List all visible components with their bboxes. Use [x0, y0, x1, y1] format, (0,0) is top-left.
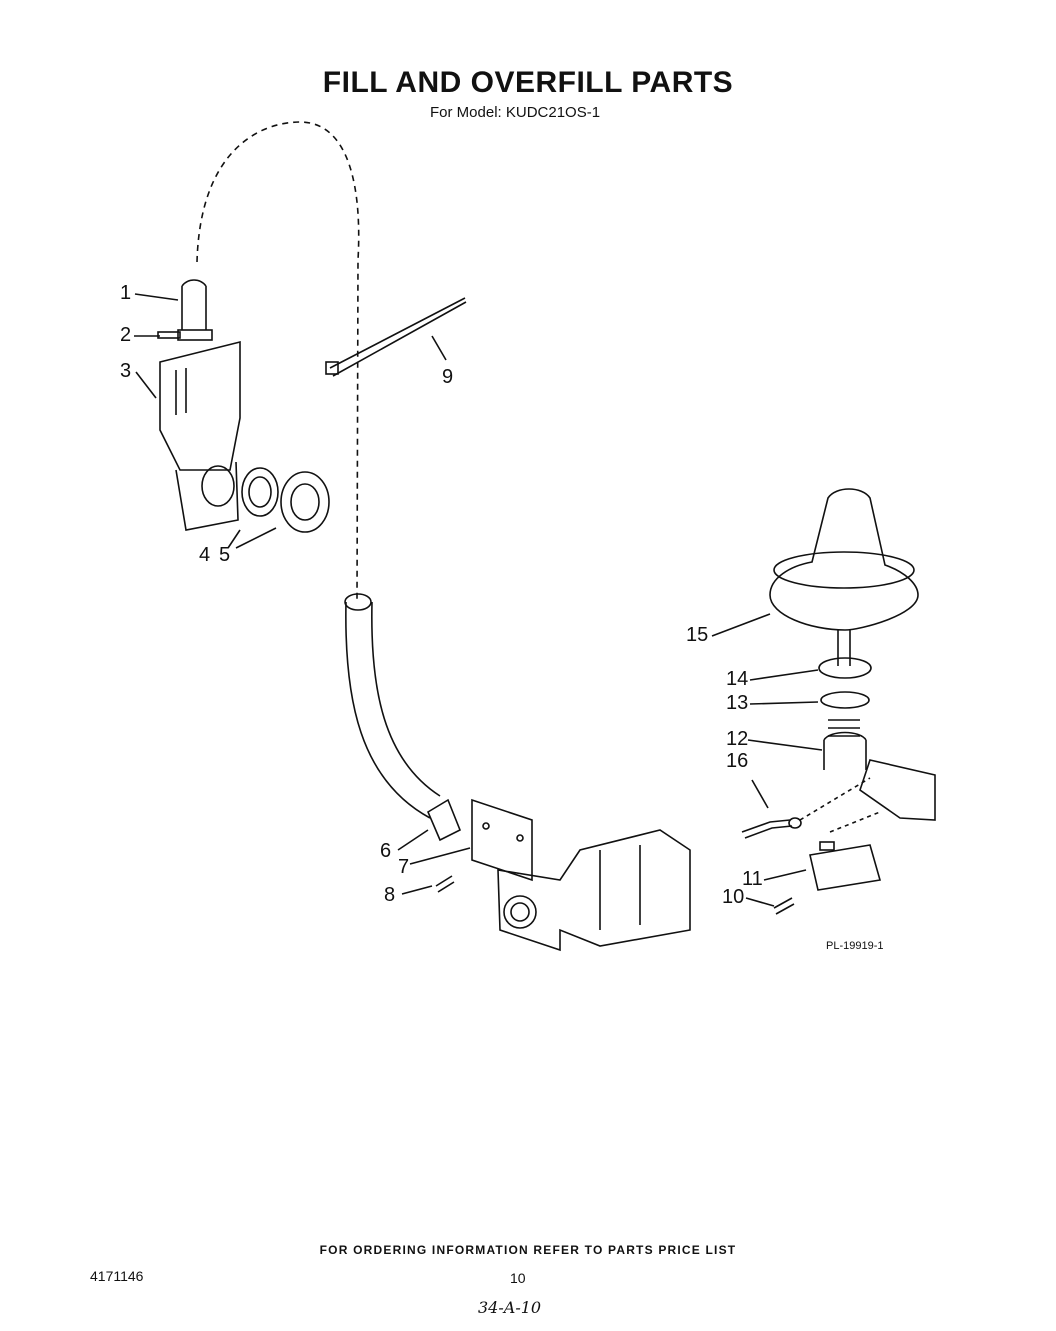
float-stem-guide: [823, 731, 867, 770]
callout-13: 13: [726, 692, 749, 714]
fill-nut: [280, 471, 330, 533]
switch-screw: [773, 897, 795, 915]
callout-4: 4: [199, 544, 211, 566]
callout-7: 7: [398, 856, 410, 878]
page-title: FILL AND OVERFILL PARTS: [322, 66, 734, 99]
fill-tube: [181, 279, 207, 330]
callout-14: 14: [726, 668, 749, 690]
callout-3: 3: [120, 360, 132, 382]
callout-10: 10: [722, 886, 745, 908]
handwritten-note: 34-A-10: [478, 1298, 542, 1317]
hose-clamp-lower: [426, 798, 462, 842]
callout-2: 2: [120, 324, 132, 346]
callout-15: 15: [686, 624, 709, 646]
callout-16: 16: [726, 750, 749, 772]
model-subtitle: For Model: KUDC21OS-1: [430, 104, 601, 121]
fill-hose: [345, 601, 441, 819]
valve-bracket: [471, 798, 533, 882]
callout-9: 9: [442, 366, 454, 388]
water-valve: [497, 829, 691, 952]
document-number: 4171146: [90, 1268, 144, 1284]
overfill-switch: [809, 844, 882, 891]
ordering-note: FOR ORDERING INFORMATION REFER TO PARTS …: [319, 1243, 737, 1257]
gasket: [201, 465, 235, 507]
fill-hose-line: [196, 121, 360, 601]
hose-clamp: [177, 329, 213, 341]
figure-reference: PL-19919-1: [826, 940, 884, 952]
fill-funnel: [159, 340, 241, 471]
callout-12: 12: [726, 728, 749, 750]
callout-5: 5: [219, 544, 231, 566]
callout-1: 1: [120, 282, 132, 304]
float-nut: [818, 657, 872, 679]
float: [769, 488, 919, 631]
switch-bracket: [859, 759, 936, 821]
valve-screw: [435, 875, 455, 893]
callout-6: 6: [380, 840, 392, 862]
callout-8: 8: [384, 884, 396, 906]
tie-strap: [329, 297, 467, 377]
page-number: 10: [510, 1270, 526, 1286]
callout-11: 11: [742, 868, 763, 890]
switch-lever: [741, 819, 793, 839]
float-washer: [820, 691, 870, 709]
